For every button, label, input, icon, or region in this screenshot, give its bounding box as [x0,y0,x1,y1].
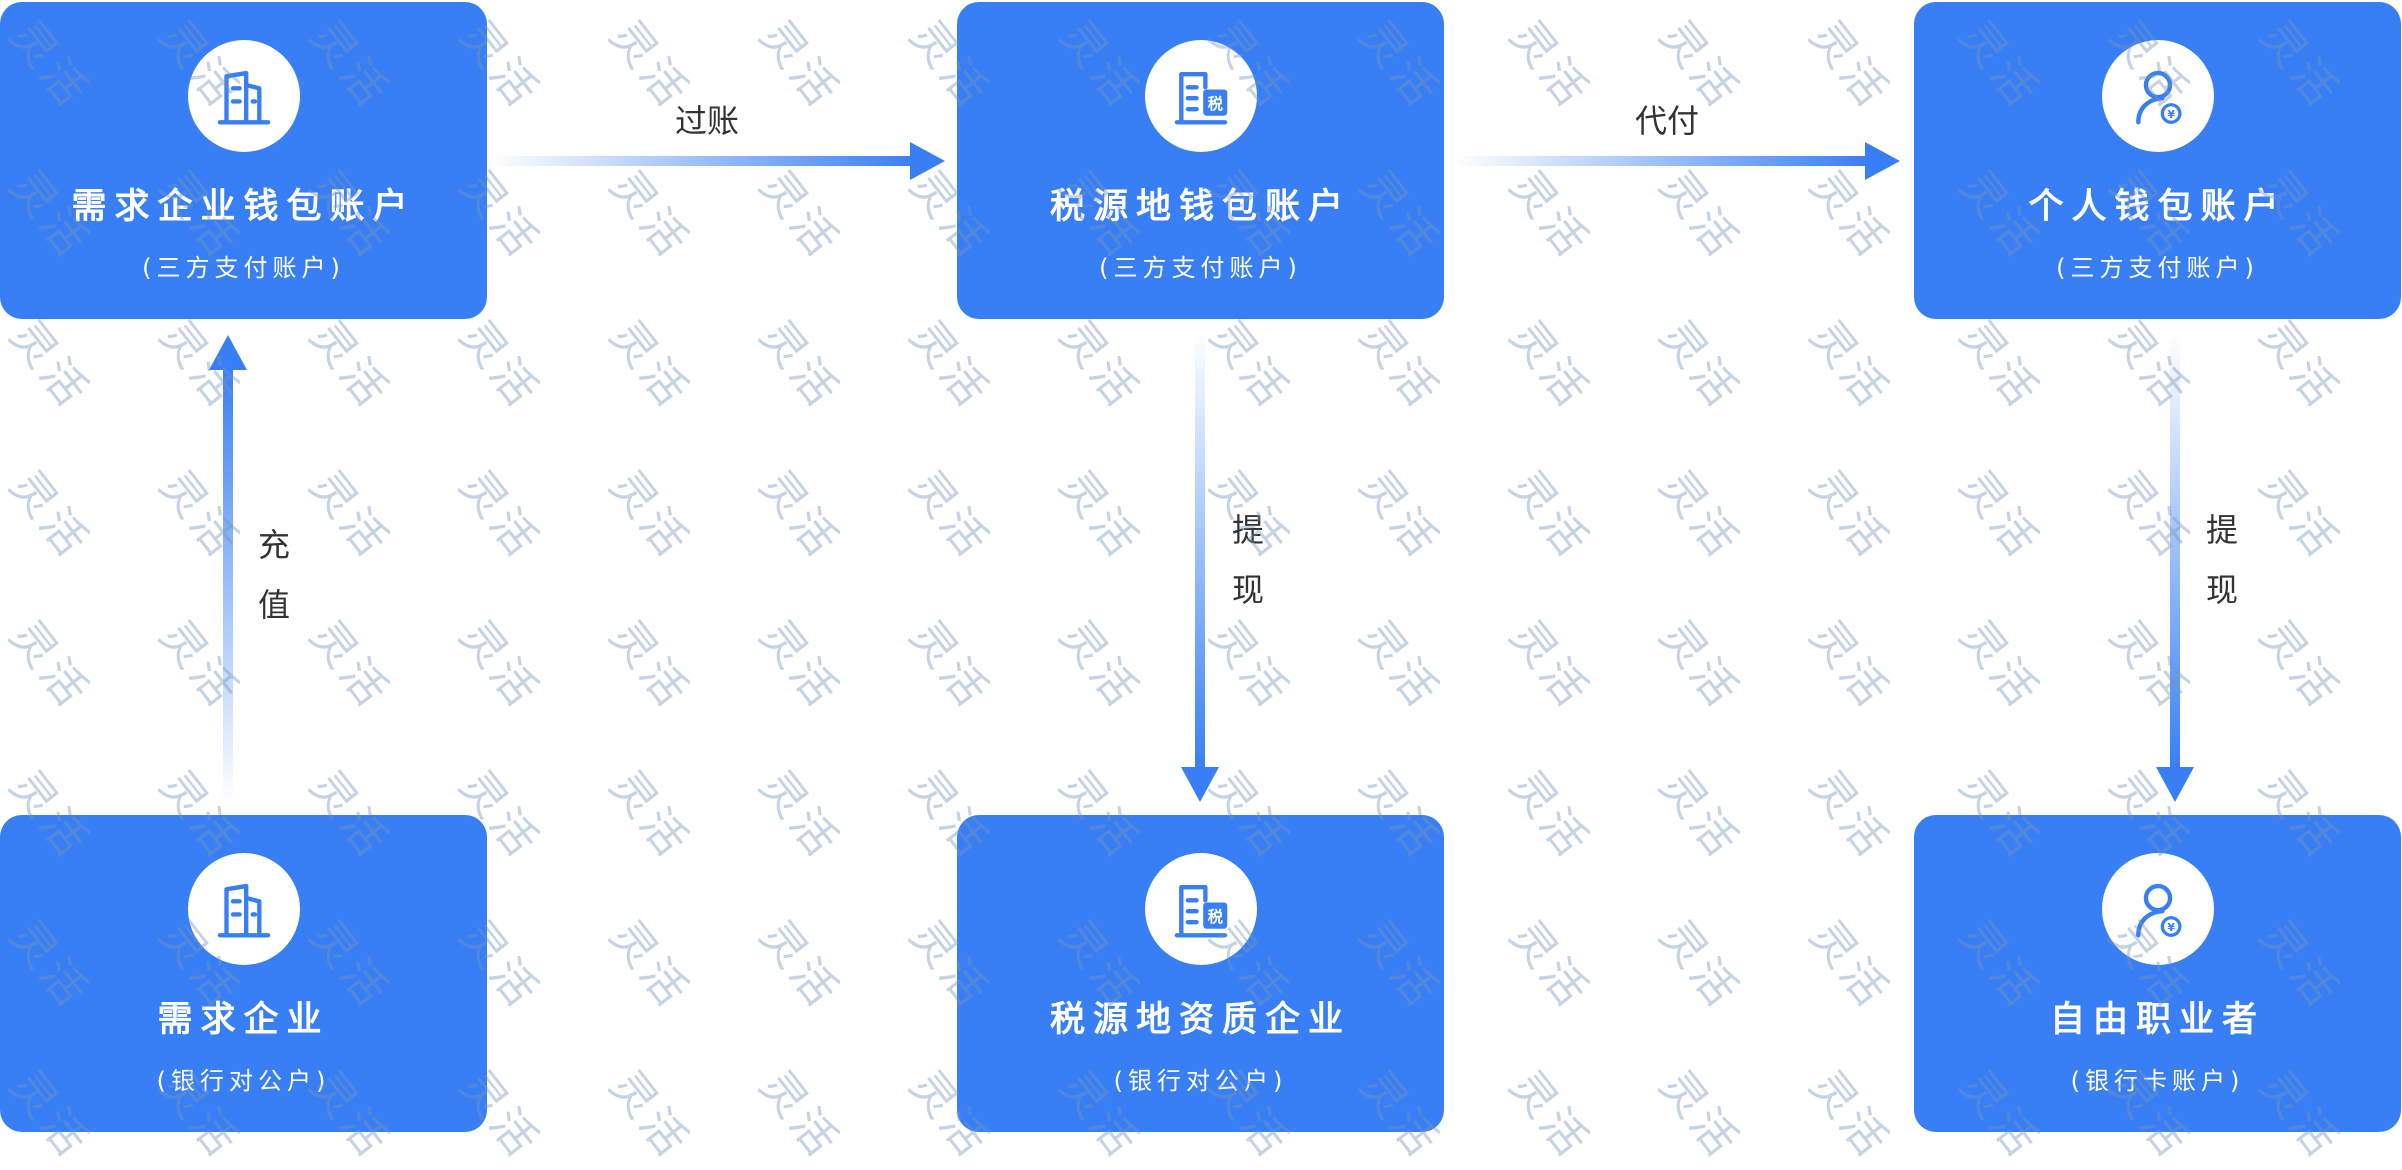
watermark-text: 灵活 [749,311,850,419]
watermark-text: 灵活 [1799,911,1900,1019]
watermark-text: 灵活 [1349,311,1450,419]
user-yuan-icon [2101,853,2214,965]
watermark-text: 灵活 [1649,461,1750,569]
arrow-withdraw-personal [2156,335,2194,802]
building-icon [187,40,300,152]
watermark-text: 灵活 [749,761,850,869]
watermark-text: 灵活 [899,311,1000,419]
node-title: 自由职业者 [2049,1000,2265,1040]
watermark-text: 灵活 [1649,761,1750,869]
node-subtitle: (三方支付账户) [1099,254,1302,282]
watermark-text: 灵活 [1949,311,2050,419]
watermark-text: 灵活 [1499,761,1600,869]
watermark-text: 灵活 [599,1061,700,1169]
watermark-text: 灵活 [1049,611,1150,719]
watermark-text: 灵活 [599,611,700,719]
node-title: 需求企业 [157,1000,330,1040]
watermark-text: 灵活 [599,311,700,419]
watermark-text: 灵活 [1799,1061,1900,1169]
watermark-text: 灵活 [2399,311,2402,419]
building-icon [187,853,300,965]
arrow-recharge [209,335,247,805]
tax-building-icon [1144,853,1257,965]
tax-building-icon [1144,40,1257,152]
user-yuan-icon [2101,40,2214,152]
watermark-text: 灵活 [1799,611,1900,719]
watermark-text: 灵活 [749,611,850,719]
watermark-text: 灵活 [1799,11,1900,119]
node-freelancer: 自由职业者 (银行卡账户) [1914,815,2401,1132]
arrow-withdraw-tax [1181,335,1219,802]
watermark-text: 灵活 [1649,1061,1750,1169]
watermark-text: 灵活 [599,911,700,1019]
watermark-text: 灵活 [449,611,550,719]
node-subtitle: (银行对公户) [156,1067,331,1095]
edge-label-withdraw-tax: 提现 [1231,511,1264,609]
watermark-text: 灵活 [449,311,550,419]
watermark-text: 灵活 [1499,611,1600,719]
node-tax-company: 税源地资质企业 (银行对公户) [957,815,1444,1132]
watermark-text: 灵活 [749,461,850,569]
watermark-text: 灵活 [1499,1061,1600,1169]
watermark-text: 灵活 [1049,311,1150,419]
watermark-text: 灵活 [2249,461,2350,569]
node-demand-company: 需求企业 (银行对公户) [0,815,487,1132]
watermark-text: 灵活 [599,461,700,569]
watermark-text: 灵活 [1649,311,1750,419]
watermark-text: 灵活 [0,611,100,719]
watermark-text: 灵活 [1499,311,1600,419]
watermark-text: 灵活 [1499,911,1600,1019]
watermark-text: 灵活 [1799,311,1900,419]
edge-label-withdraw-personal: 提现 [2205,511,2238,609]
watermark-text: 灵活 [0,461,100,569]
watermark-text: 灵活 [899,611,1000,719]
watermark-text: 灵活 [599,761,700,869]
node-title: 税源地钱包账户 [1049,187,1351,227]
watermark-text: 灵活 [1499,11,1600,119]
node-personal-wallet: 个人钱包账户 (三方支付账户) [1914,2,2401,319]
arrow-pay [1455,142,1900,180]
node-subtitle: (三方支付账户) [2056,254,2259,282]
watermark-text: 灵活 [1349,611,1450,719]
watermark-text: 灵活 [299,311,400,419]
watermark-text: 灵活 [1349,461,1450,569]
watermark-text: 灵活 [299,461,400,569]
watermark-text: 灵活 [2249,311,2350,419]
node-subtitle: (三方支付账户) [142,254,345,282]
watermark-text: 灵活 [1049,461,1150,569]
node-tax-wallet: 税源地钱包账户 (三方支付账户) [957,2,1444,319]
arrow-post [490,142,945,180]
node-subtitle: (银行卡账户) [2070,1067,2245,1095]
watermark-text: 灵活 [1949,611,2050,719]
watermark-text: 灵活 [1799,761,1900,869]
watermark-text: 灵活 [1499,461,1600,569]
watermark-text: 灵活 [2399,461,2402,569]
node-title: 需求企业钱包账户 [71,187,416,227]
edge-label-pay: 代付 [1635,102,1700,140]
watermark-text: 灵活 [1649,611,1750,719]
watermark-text: 灵活 [1799,461,1900,569]
watermark-text: 灵活 [1649,911,1750,1019]
node-subtitle: (银行对公户) [1113,1067,1288,1095]
watermark-text: 灵活 [449,461,550,569]
node-demand-wallet: 需求企业钱包账户 (三方支付账户) [0,2,487,319]
watermark-text: 灵活 [749,1061,850,1169]
watermark-text: 灵活 [749,11,850,119]
watermark-text: 灵活 [0,311,100,419]
watermark-text: 灵活 [2399,611,2402,719]
watermark-text: 灵活 [749,911,850,1019]
watermark-text: 灵活 [899,461,1000,569]
watermark-text: 灵活 [1949,461,2050,569]
edge-label-recharge: 充值 [257,526,290,624]
watermark-text: 灵活 [299,611,400,719]
edge-label-post: 过账 [675,102,740,140]
watermark-text: 灵活 [2249,611,2350,719]
node-title: 个人钱包账户 [2028,187,2287,227]
node-title: 税源地资质企业 [1049,1000,1351,1040]
